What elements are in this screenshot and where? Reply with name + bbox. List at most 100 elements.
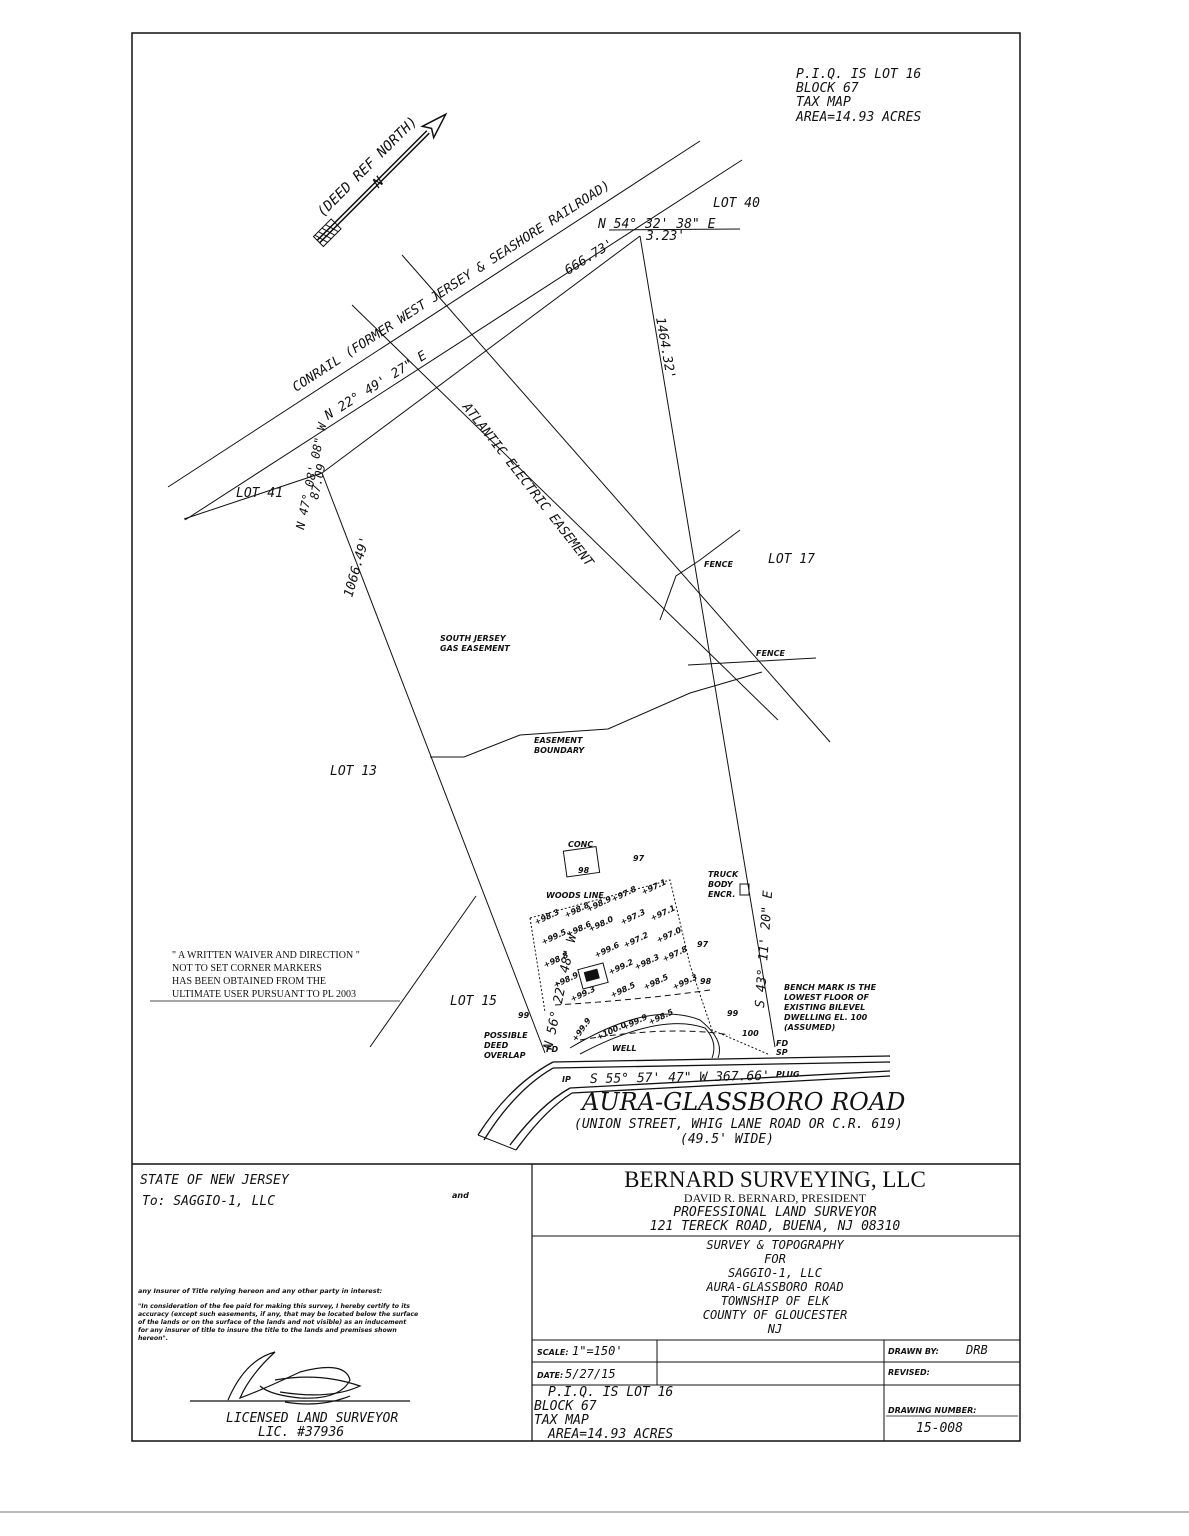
lot-40-label: LOT 40 (713, 196, 760, 211)
svg-text:EXISTING BILEVEL: EXISTING BILEVEL (784, 1003, 865, 1012)
contour-line-a (554, 989, 711, 1006)
svg-text:TAX MAP: TAX MAP (534, 1413, 589, 1428)
date-value: 5/27/15 (565, 1367, 616, 1381)
svg-text:ULTIMATE USER PURSUANT TO PL 2: ULTIMATE USER PURSUANT TO PL 2003 (172, 989, 356, 1000)
certification-text: "In consideration of the fee paid for ma… (138, 1302, 418, 1342)
concrete-pad (562, 846, 601, 878)
fence-label-1: FENCE (704, 560, 733, 569)
railroad-line-lower (184, 159, 743, 521)
svg-text:DWELLING EL. 100: DWELLING EL. 100 (784, 1013, 868, 1022)
plug-label: PLUG (776, 1070, 800, 1079)
svg-text:+99.3: +99.3 (569, 984, 597, 1004)
conc-number: 98 (578, 866, 590, 875)
svg-text:1066.49': 1066.49' (341, 535, 373, 599)
north-arrow-icon: (DEED REF NORTH) N (312, 112, 448, 248)
conc-label: CONC (568, 840, 593, 849)
lot-13-label: LOT 13 (330, 764, 377, 779)
svg-text:+98.3: +98.3 (633, 952, 661, 972)
svg-text:+98.3: +98.3 (533, 907, 561, 927)
easement-boundary-label: EASEMENT (534, 736, 583, 745)
svg-text:of the lands or on the surface: of the lands or on the surface of the la… (138, 1318, 407, 1326)
drawing-number-value: 15-008 (916, 1421, 963, 1436)
svg-text:+97.2: +97.2 (622, 930, 650, 950)
svg-text:+97.8: +97.8 (661, 944, 689, 964)
road-aka: (UNION STREET, WHIG LANE ROAD OR C.R. 61… (574, 1117, 903, 1132)
lot-41-label: LOT 41 (236, 486, 283, 501)
svg-text:+99.2: +99.2 (607, 957, 635, 977)
contour-100-label: 100 (742, 1029, 759, 1038)
contour-line-b (579, 1030, 731, 1041)
svg-text:TOWNSHIP OF ELK: TOWNSHIP OF ELK (721, 1294, 830, 1308)
title-block (132, 1163, 1020, 1441)
gas-easement-boundary (430, 671, 763, 758)
contour-99-label: 99 (727, 1009, 739, 1018)
piq-note-top: P.I.Q. IS LOT 16 BLOCK 67 TAX MAP AREA=1… (795, 67, 921, 125)
svg-text:+98.5: +98.5 (642, 972, 670, 992)
svg-text:(ASSUMED): (ASSUMED) (784, 1023, 835, 1032)
contour-97-label: 97 (633, 854, 645, 863)
revised-label: REVISED: (888, 1368, 930, 1377)
svg-text:+97.1: +97.1 (640, 877, 668, 896)
gas-easement-label: SOUTH JERSEY (440, 634, 507, 643)
drawing-number-label: DRAWING NUMBER: (888, 1406, 976, 1415)
property-boundary (183, 228, 776, 1054)
fence-label-2: FENCE (756, 649, 785, 658)
benchmark-note: BENCH MARK IS THE LOWEST FLOOR OF EXISTI… (784, 983, 877, 1032)
ip-label: IP (562, 1075, 571, 1084)
road-name: AURA-GLASSBORO ROAD (580, 1088, 905, 1116)
well-label: WELL (612, 1044, 636, 1053)
driveway (569, 1013, 720, 1059)
svg-text:COUNTY OF GLOUCESTER: COUNTY OF GLOUCESTER (703, 1308, 848, 1322)
possible-overlap-label: POSSIBLE (484, 1031, 528, 1040)
scale-value: 1"=150' (572, 1344, 623, 1358)
truck-label-3: ENCR. (708, 890, 735, 899)
atlantic-easement-line-1 (351, 304, 779, 721)
company-name: BERNARD SURVEYING, LLC (624, 1167, 926, 1192)
road-edges (477, 1055, 891, 1151)
svg-text:SAGGIO-1, LLC: SAGGIO-1, LLC (728, 1266, 823, 1280)
dwelling-inner (583, 968, 600, 982)
lot-17-label: LOT 17 (768, 552, 815, 567)
drawn-value: DRB (965, 1343, 988, 1357)
possible-overlap-label-2: DEED (484, 1041, 509, 1050)
svg-text:+98.5: +98.5 (609, 980, 637, 1000)
svg-text:1464.32': 1464.32' (652, 316, 678, 380)
road-bearing: S 55° 57' 47" W 367.66' (590, 1069, 770, 1087)
svg-text:NOT TO SET CORNER MARKERS: NOT TO SET CORNER MARKERS (172, 963, 322, 974)
and-label: and (452, 1191, 469, 1200)
svg-text:" A WRITTEN WAIVER AND DIRECTI: " A WRITTEN WAIVER AND DIRECTION " (172, 950, 360, 961)
svg-text:SURVEY & TOPOGRAPHY: SURVEY & TOPOGRAPHY (706, 1238, 844, 1252)
svg-text:LOWEST FLOOR OF: LOWEST FLOOR OF (784, 993, 870, 1002)
drawn-label: DRAWN BY: (888, 1347, 939, 1356)
signature-icon (190, 1351, 410, 1405)
contour-98-label: 98 (700, 977, 712, 986)
surveyor-title: LICENSED LAND SURVEYOR (226, 1411, 398, 1426)
svg-text:666.73': 666.73' (562, 237, 616, 279)
svg-text:AURA-GLASSBORO ROAD: AURA-GLASSBORO ROAD (705, 1280, 843, 1294)
license-number: LIC. #37936 (258, 1425, 344, 1440)
gas-easement-label-2: GAS EASEMENT (440, 644, 510, 653)
fd-sp-label: FD (776, 1039, 788, 1048)
truck-body (739, 883, 750, 896)
company-address: 121 TERECK ROAD, BUENA, NJ 08310 (650, 1219, 901, 1234)
svg-text:P.I.Q. IS LOT 16: P.I.Q. IS LOT 16 (548, 1385, 673, 1400)
piq-note-bottom: P.I.Q. IS LOT 16 BLOCK 67 TAX MAP AREA=1… (534, 1385, 673, 1442)
svg-text:(DEED REF NORTH): (DEED REF NORTH) (314, 114, 421, 221)
driveway-2 (579, 1023, 715, 1059)
truck-label-2: BODY (708, 880, 734, 889)
fd-sp-label-2: SP (776, 1048, 788, 1057)
state-label: STATE OF NEW JERSEY (140, 1173, 290, 1188)
svg-text:AREA=14.93 ACRES: AREA=14.93 ACRES (795, 110, 921, 125)
company-profession: PROFESSIONAL LAND SURVEYOR (673, 1205, 877, 1220)
svg-text:FOR: FOR (764, 1252, 786, 1266)
atlantic-easement-label: ATLANTIC ELECTRIC EASEMENT (458, 399, 596, 570)
svg-text:+99.3: +99.3 (671, 972, 699, 992)
railroad-label: CONRAIL (FORMER WEST JERSEY & SEASHORE R… (290, 178, 613, 395)
svg-text:NJ: NJ (767, 1322, 782, 1336)
svg-text:AREA=14.93 ACRES: AREA=14.93 ACRES (547, 1427, 673, 1442)
svg-text:P.I.Q. IS LOT 16: P.I.Q. IS LOT 16 (796, 67, 921, 82)
svg-text:+97.1: +97.1 (649, 903, 677, 922)
svg-text:+97.8: +97.8 (610, 884, 638, 904)
lot-15-label: LOT 15 (450, 994, 497, 1009)
